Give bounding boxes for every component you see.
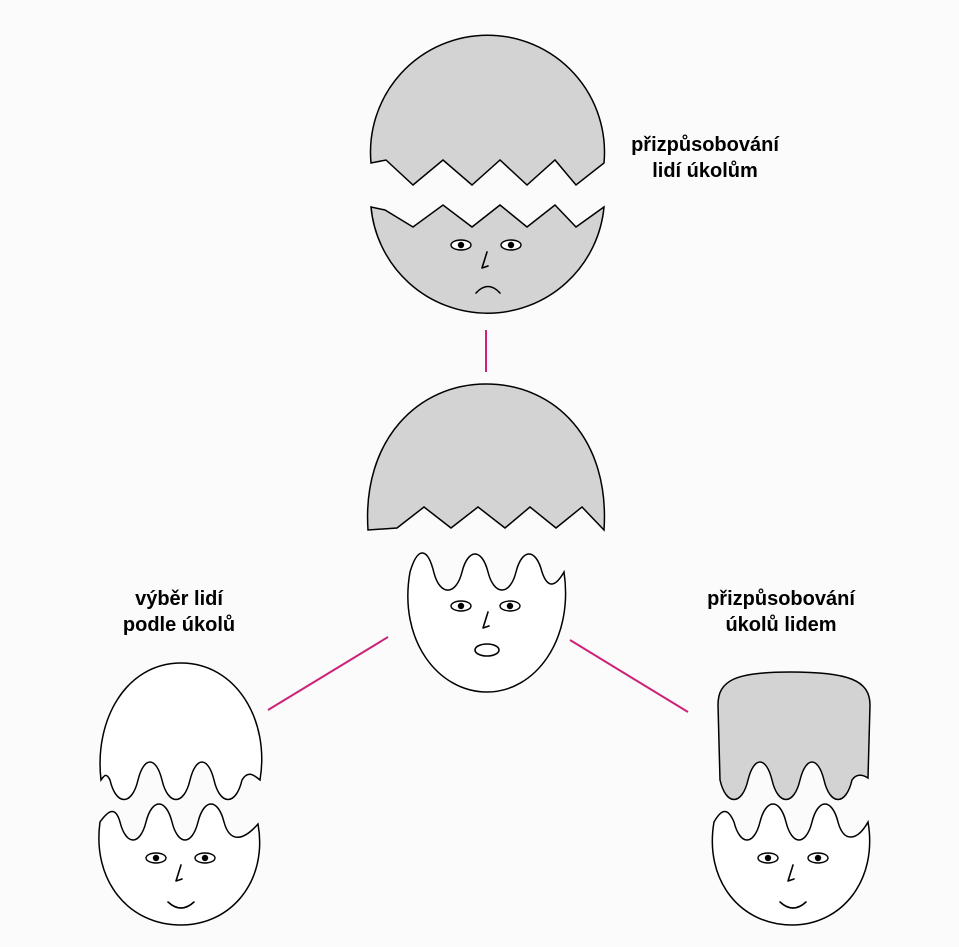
egg-right-cap xyxy=(718,672,870,800)
label-left-line2: podle úkolů xyxy=(104,612,254,638)
egg-center xyxy=(368,384,605,692)
egg-left xyxy=(99,663,262,925)
label-top-line2: lidí úkolům xyxy=(620,158,790,184)
egg-top-upper-shell xyxy=(371,35,605,185)
egg-top xyxy=(371,35,605,313)
egg-left-upper-shell xyxy=(100,663,262,800)
label-top-line1: přizpůsobování xyxy=(620,132,790,158)
egg-right xyxy=(712,672,870,925)
label-right-line1: přizpůsobování xyxy=(696,586,866,612)
label-left: výběr lidí podle úkolů xyxy=(104,586,254,638)
face-center xyxy=(408,553,566,692)
label-top: přizpůsobování lidí úkolům xyxy=(620,132,790,184)
egg-center-shell xyxy=(368,384,605,530)
face-left xyxy=(99,804,260,925)
label-left-line1: výběr lidí xyxy=(104,586,254,612)
connector-right xyxy=(570,640,688,712)
egg-top-lower-shell xyxy=(371,205,604,313)
label-right-line2: úkolů lidem xyxy=(696,612,866,638)
label-right: přizpůsobování úkolů lidem xyxy=(696,586,866,638)
connector-left xyxy=(268,637,388,710)
face-right xyxy=(712,804,869,925)
